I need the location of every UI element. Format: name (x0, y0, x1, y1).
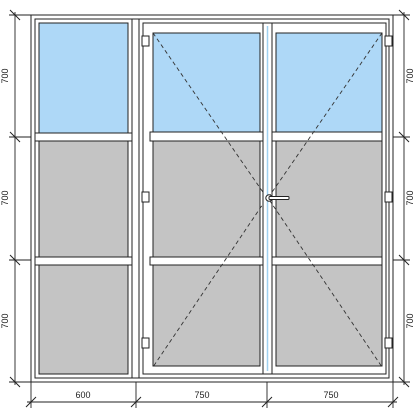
right-dim-label: 700 (405, 68, 415, 83)
left-dim-tick (9, 131, 21, 143)
bottom-dimension-chain: 600 750 750 (25, 382, 399, 408)
side-transom-lower (34, 256, 133, 266)
left-door-top-glass (152, 32, 261, 133)
left-dim-label: 700 (0, 68, 10, 83)
right-door-bottom-panel (275, 264, 383, 367)
side-bottom-panel (38, 264, 129, 375)
bottom-dim-tick (261, 396, 273, 408)
right-dim-label: 700 (405, 313, 415, 328)
right-door-middle-panel (275, 140, 383, 258)
right-door-transom-upper (271, 131, 383, 142)
door-handle (265, 194, 290, 202)
bottom-dim-tick (25, 396, 37, 408)
left-dim-tick (9, 254, 21, 266)
right-dim-tick (398, 9, 410, 21)
right-door-transom-lower (271, 256, 383, 266)
left-door-transom-upper (149, 131, 264, 142)
left-dim-tick (9, 376, 21, 388)
fixed-side-section (34, 22, 133, 375)
left-door-opening-indicator (152, 32, 268, 368)
left-door-hinge-middle (141, 191, 150, 203)
right-dim-tick (398, 131, 410, 143)
bottom-dim-label: 750 (323, 390, 338, 400)
left-dim-label: 700 (0, 190, 10, 205)
left-door-sash (141, 22, 268, 375)
right-door-opening-indicator (267, 32, 383, 368)
handle-lever (268, 196, 290, 200)
right-door-hinge-bottom (384, 337, 393, 349)
bottom-dim-label: 600 (75, 390, 90, 400)
left-door-middle-panel (152, 140, 261, 258)
side-middle-panel (38, 140, 129, 258)
right-dim-tick (398, 254, 410, 266)
right-door-hinge-middle (384, 191, 393, 203)
left-dim-label: 700 (0, 313, 10, 328)
right-dim-tick (398, 376, 410, 388)
right-dimension-chain: 700 700 700 (393, 9, 415, 388)
right-door-sash (267, 22, 393, 375)
side-transom-upper (34, 132, 133, 142)
right-door-hinge-top (384, 35, 393, 47)
side-top-glass (38, 22, 129, 134)
bottom-dim-tick (130, 396, 142, 408)
mullion (131, 18, 140, 379)
right-dim-label: 700 (405, 190, 415, 205)
left-door-transom-lower (149, 256, 264, 266)
bottom-dim-tick (387, 396, 399, 408)
left-door-bottom-panel (152, 264, 261, 367)
left-door-hinge-bottom (141, 337, 150, 349)
left-dimension-chain: 700 700 700 (0, 9, 31, 388)
right-door-top-glass (275, 32, 383, 133)
left-door-hinge-top (141, 35, 150, 47)
left-dim-tick (9, 9, 21, 21)
bottom-dim-label: 750 (194, 390, 209, 400)
